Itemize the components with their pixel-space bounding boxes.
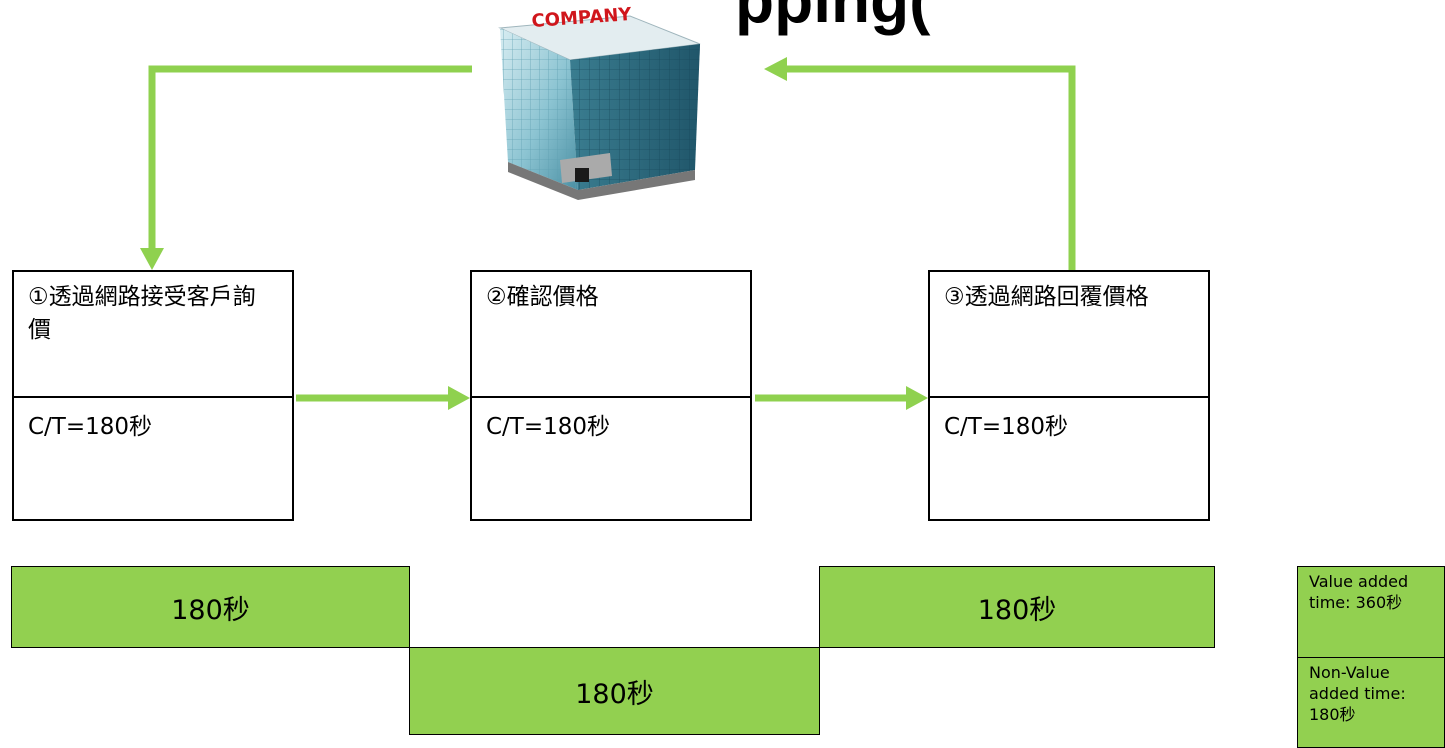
arrowhead-step3 <box>906 386 928 410</box>
cycle-time: C/T=180秒 <box>486 414 611 440</box>
process-box-2: ②確認價格 C/T=180秒 <box>470 270 752 521</box>
company-building-icon: COMPANY <box>498 4 701 200</box>
process-box-3: ③透過網路回覆價格 C/T=180秒 <box>928 270 1210 521</box>
timeline-segment-step2: 180秒 <box>409 647 820 735</box>
arrow-step3-to-company <box>785 65 1076 272</box>
process-label: ②確認價格 <box>472 272 750 398</box>
time-summary-legend: Value added time: 360秒 Non-Value added t… <box>1297 566 1445 748</box>
arrowhead-step2 <box>448 386 470 410</box>
arrowhead-company <box>764 57 787 81</box>
process-box-1: ①透過網路接受客戶詢價 C/T=180秒 <box>12 270 294 521</box>
arrowhead-step1 <box>140 248 164 270</box>
non-value-added-time: Non-Value added time: 180秒 <box>1298 657 1444 747</box>
arrow-company-to-step1 <box>148 65 472 250</box>
process-label: ①透過網路接受客戶詢價 <box>14 272 292 398</box>
value-added-time: Value added time: 360秒 <box>1309 572 1409 612</box>
cycle-time: C/T=180秒 <box>28 414 153 440</box>
page-title: pping( <box>735 0 931 36</box>
timeline-segment-step3: 180秒 <box>819 566 1215 648</box>
process-label: ③透過網路回覆價格 <box>930 272 1208 398</box>
flow-canvas: COMPANY <box>140 4 1076 410</box>
cycle-time: C/T=180秒 <box>944 414 1069 440</box>
timeline-segment-step1: 180秒 <box>11 566 410 648</box>
